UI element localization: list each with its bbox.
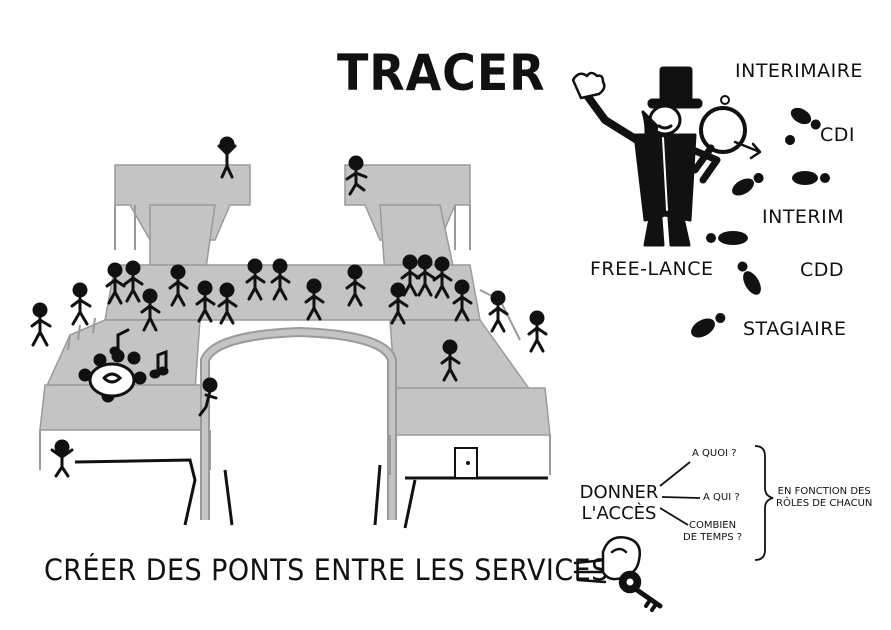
person-icon xyxy=(217,282,238,325)
person-icon xyxy=(400,254,421,297)
person-icon xyxy=(140,288,161,332)
person-icon xyxy=(527,310,548,353)
magnifier-icon xyxy=(699,106,747,154)
person-icon xyxy=(198,377,218,417)
person-icon xyxy=(168,264,189,307)
person-icon xyxy=(452,279,473,322)
person-icon xyxy=(415,254,436,297)
person-icon xyxy=(388,282,409,325)
question-a-qui: A QUI ? xyxy=(703,492,740,503)
person-icon xyxy=(488,290,509,333)
music-note-icon xyxy=(149,349,169,379)
person-icon xyxy=(345,264,366,307)
bottom-caption: CRÉER DES PONTS ENTRE LES SERVICES xyxy=(44,553,609,587)
question-3-line-1: COMBIEN xyxy=(689,520,737,531)
donner-acces-label: DONNER L'ACCÈS xyxy=(577,482,661,524)
person-icon xyxy=(440,339,461,382)
label-cdd: CDD xyxy=(800,259,845,281)
donner-line-1: DONNER xyxy=(579,482,659,503)
label-stagiaire: STAGIAIRE xyxy=(743,318,847,340)
person-icon xyxy=(70,282,92,326)
person-icon xyxy=(345,155,368,196)
question-a-quoi: A QUOI ? xyxy=(692,448,737,459)
roles-note: EN FONCTION DES RÔLES DE CHACUN xyxy=(776,486,872,510)
page-title: TRACER xyxy=(337,44,546,102)
label-free-lance: FREE-LANCE xyxy=(590,258,714,280)
label-interim: INTERIM xyxy=(762,206,845,228)
roles-note-line-1: EN FONCTION DES xyxy=(777,486,871,497)
question-combien-de-temps: COMBIEN DE TEMPS ? xyxy=(683,520,742,544)
label-interimaire: INTERIMAIRE xyxy=(735,60,863,82)
person-icon xyxy=(245,258,266,301)
person-icon xyxy=(195,280,216,323)
person-icon xyxy=(304,278,325,321)
person-icon xyxy=(30,302,52,347)
detective-icon xyxy=(571,66,762,247)
person-icon xyxy=(432,256,453,299)
roles-note-line-2: RÔLES DE CHACUN xyxy=(776,498,873,509)
person-icon xyxy=(270,258,291,301)
question-3-line-2: DE TEMPS ? xyxy=(683,532,743,543)
person-icon xyxy=(217,136,237,179)
person-icon xyxy=(105,262,126,305)
music-note-icon xyxy=(109,328,130,356)
donner-line-2: L'ACCÈS xyxy=(581,503,657,524)
person-icon xyxy=(50,439,74,478)
person-icon xyxy=(123,260,144,303)
label-cdi: CDI xyxy=(820,124,856,146)
